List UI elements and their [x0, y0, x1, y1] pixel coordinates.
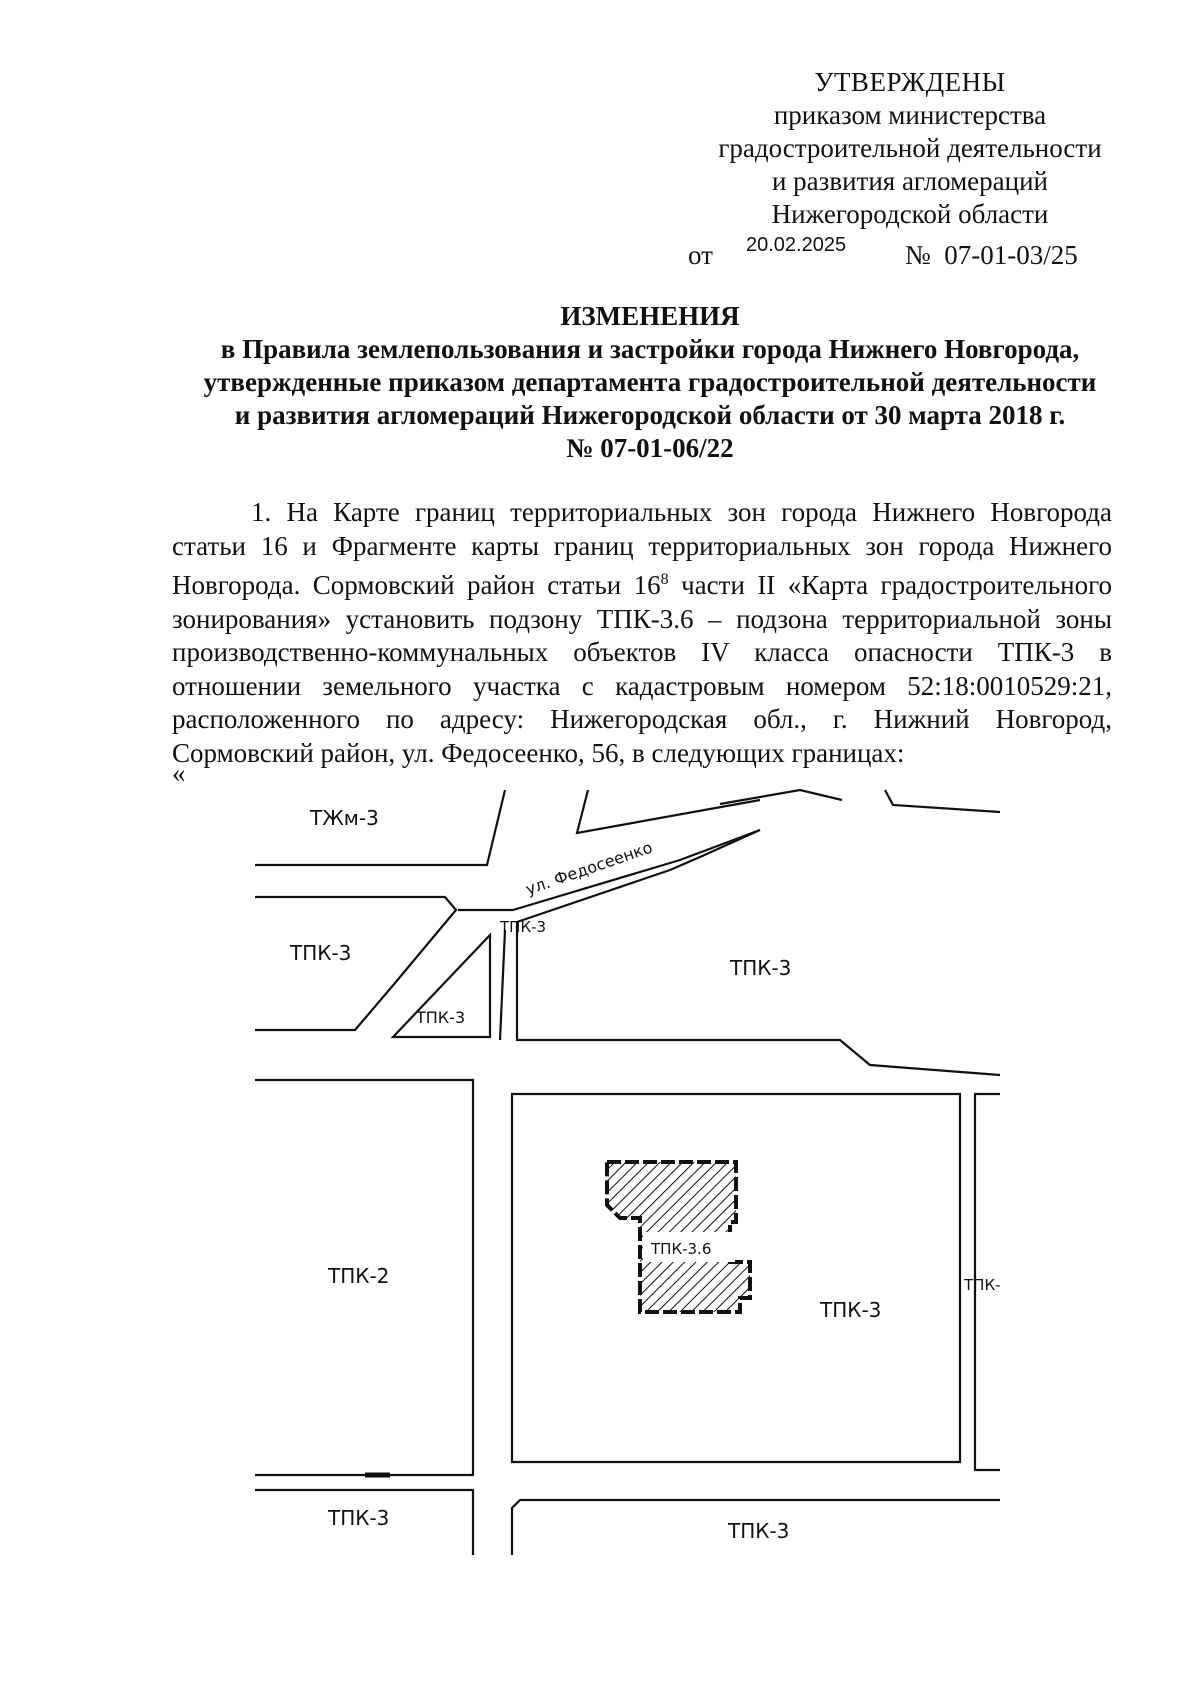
approval-line: приказом министерства [773, 100, 1047, 130]
zone-label-tpk-3-6: ТПК-3.6 [650, 1240, 711, 1258]
approval-line: Нижегородской области [771, 199, 1049, 229]
paragraph-text: 1. На Карте границ территориальных зон г… [172, 497, 1112, 600]
approval-number: 07-01-03/25 [944, 240, 1078, 270]
zone-label-tpk-3-center: ТПК-3 [819, 1298, 881, 1322]
zone-label-tpk-3: ТПК-3 [289, 941, 351, 965]
zone-label-tpk-3-right: ТПК-3 [729, 956, 791, 980]
approval-date-row: от 20.02.2025 [688, 234, 846, 271]
date-prefix: от [688, 240, 713, 270]
document-subtitle-line: и развития агломераций Нижегородской обл… [234, 400, 1066, 430]
opening-quote: « [172, 758, 186, 788]
zone-label-tpk-3-bottom-right: ТПК-3 [727, 1519, 789, 1543]
approval-date: 20.02.2025 [746, 234, 847, 256]
zone-label-tpk-edge: ТПК- [963, 1276, 1001, 1294]
parcel-label-bg [643, 1232, 735, 1262]
document-subtitle-line: утвержденные приказом департамента градо… [203, 367, 1097, 397]
document-subtitle-line: № 07-01-06/22 [566, 433, 734, 463]
number-prefix: № [905, 240, 931, 270]
body-paragraph: 1. На Карте границ территориальных зон г… [172, 496, 1112, 770]
approval-line: градостроительной деятельности [718, 133, 1102, 163]
document-title-block: ИЗМЕНЕНИЯ в Правила землепользования и з… [160, 300, 1140, 465]
approval-block: УТВЕРЖДЕНЫ приказом министерства градост… [680, 66, 1140, 231]
document-subtitle-line: в Правила землепользования и застройки г… [220, 334, 1080, 364]
zone-label-tpk-2: ТПК-2 [327, 1264, 389, 1288]
zone-label-tpk-3-street: ТПК-3 [499, 918, 546, 936]
zone-boundaries [255, 788, 1001, 1555]
article-superscript: 8 [660, 571, 669, 588]
zone-label-tpk-3-small: ТПК-3 [415, 1008, 465, 1027]
approval-line: и развития агломераций [771, 166, 1048, 196]
approval-heading: УТВЕРЖДЕНЫ [814, 67, 1006, 97]
zone-label-tzhm-3: ТЖм-3 [309, 806, 379, 830]
street-label: ул. Федосеенко [523, 838, 655, 899]
zone-label-tpk-3-bottom-left: ТПК-3 [327, 1506, 389, 1530]
document-title: ИЗМЕНЕНИЯ [560, 301, 740, 331]
approval-number-row: № 07-01-03/25 [905, 240, 1078, 271]
paragraph-text-cont: части II «Карта градостроительного зонир… [172, 570, 1112, 768]
